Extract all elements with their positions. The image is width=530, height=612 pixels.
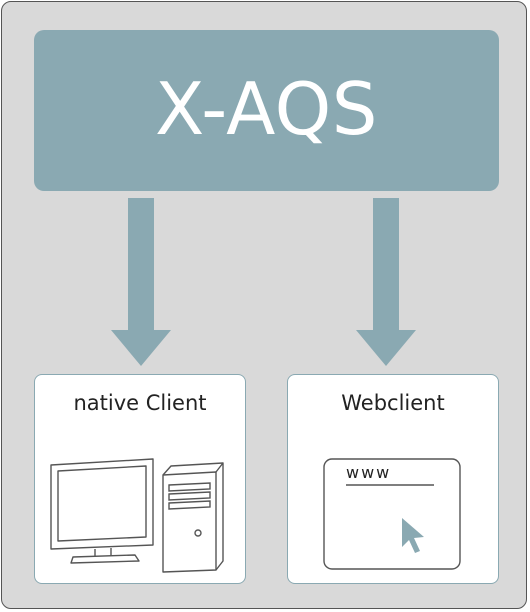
arrow-to-native-client [111,198,171,366]
native-client-label: native Client [73,391,207,415]
webclient-box: Webclient www [287,374,499,584]
arrow-shape-left [111,198,171,366]
native-client-box: native Client [34,374,246,584]
system-title: X-AQS [155,66,378,151]
web-browser-illustration: www [323,458,461,570]
arrow-to-webclient [356,198,416,366]
system-banner: X-AQS [34,30,499,191]
mouse-cursor-icon [402,518,424,553]
desktop-monitor-icon [50,458,154,564]
desktop-computer-illustration [50,458,224,573]
arrow-shape-right [356,198,416,366]
webclient-label: Webclient [341,391,445,415]
browser-url-text: www [346,463,391,482]
browser-window-icon: www [323,458,461,570]
pc-tower-icon [162,462,224,573]
